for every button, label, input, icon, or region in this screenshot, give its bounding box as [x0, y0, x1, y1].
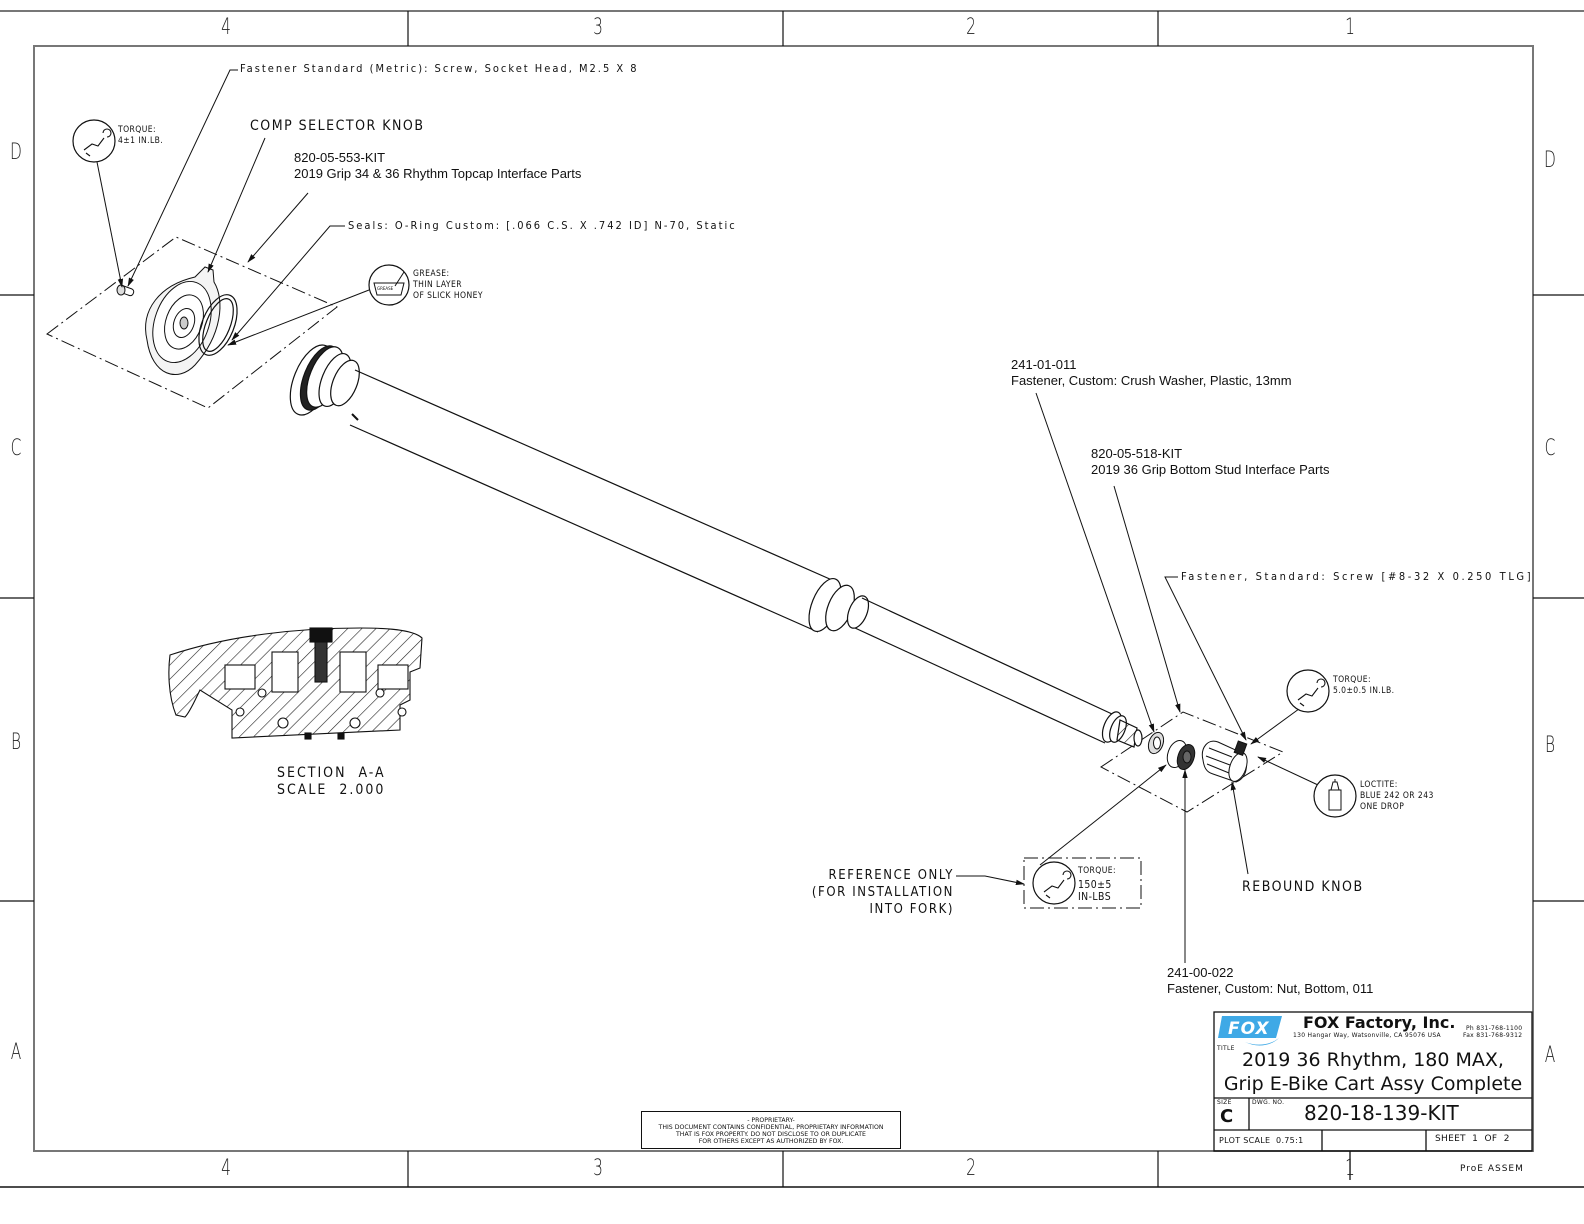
torque-reference-unit: IN-LBS: [1078, 890, 1112, 903]
rebound-screw-part: [1233, 740, 1248, 756]
bottom-nut-part: [1166, 739, 1196, 771]
section-view-scale: SCALE 2.000: [277, 782, 386, 798]
callout-nut-bottom-description: Fastener, Custom: Nut, Bottom, 011: [1167, 981, 1374, 996]
damper-cartridge: [289, 344, 1143, 748]
torque-bottom-label: TORQUE:: [1333, 675, 1372, 685]
zone-row-a-right: A: [1544, 1043, 1556, 1068]
socket-head-screw-top: [116, 284, 135, 297]
zone-row-c-left: C: [10, 436, 22, 461]
zone-col-4-bottom: 4: [221, 1156, 231, 1181]
zone-row-d-left: D: [10, 140, 22, 165]
zone-row-b-left: B: [10, 730, 22, 755]
zone-row-b-right: B: [1544, 733, 1556, 758]
zone-row-a-left: A: [10, 1040, 22, 1065]
company-address: 130 Hangar Way, Watsonville, CA 95076 US…: [1293, 1032, 1441, 1039]
proprietary-line: THIS DOCUMENT CONTAINS CONFIDENTIAL, PRO…: [658, 1124, 884, 1131]
zone-col-1-top: 1: [1345, 15, 1355, 40]
drawing-number: 820-18-139-KIT: [1304, 1101, 1459, 1125]
zone-col-2-top: 2: [966, 15, 976, 40]
loctite-tube-icon: [1328, 779, 1342, 811]
zone-row-d-right: D: [1544, 148, 1556, 173]
title-label: TITLE: [1217, 1045, 1235, 1052]
zone-col-1-bottom: 1: [1345, 1156, 1355, 1181]
fox-logo: FOX: [1218, 1016, 1282, 1046]
drawing-title-line1: 2019 36 Rhythm, 180 MAX,: [1242, 1049, 1504, 1071]
torque-wrench-icon: [83, 128, 1326, 899]
company-fax: Fax 831-768-9312: [1463, 1032, 1523, 1039]
section-a-a-view: [168, 627, 423, 740]
grease-line2: THIN LAYER: [413, 280, 462, 290]
company-name: FOX Factory, Inc.: [1303, 1013, 1456, 1032]
drawing-title-line2: Grip E-Bike Cart Assy Complete: [1223, 1073, 1523, 1095]
title-block-frame: [1213, 1011, 1533, 1180]
proprietary-heading: - PROPRIETARY-: [747, 1117, 795, 1124]
sheet-number: SHEET 1 OF 2: [1435, 1134, 1510, 1144]
callout-topcap-kit-description: 2019 Grip 34 & 36 Rhythm Topcap Interfac…: [294, 166, 582, 181]
grease-icon-label: GREASE: [377, 286, 394, 291]
proprietary-notice: - PROPRIETARY- THIS DOCUMENT CONTAINS CO…: [641, 1111, 901, 1149]
zone-col-4-top: 4: [221, 15, 231, 40]
crush-washer-part: [1147, 731, 1165, 755]
dwg-no-label: DWG. NO.: [1252, 1099, 1285, 1106]
torque-reference-label: TORQUE:: [1078, 866, 1117, 876]
callout-reference-only-line2: (FOR INSTALLATION: [811, 885, 954, 900]
sheet-frame: [0, 10, 1584, 1188]
callout-topcap-kit-part-no: 820-05-553-KIT: [294, 150, 386, 165]
callout-nut-bottom-part-no: 241-00-022: [1167, 965, 1234, 980]
proprietary-line: THAT IS FOX PROPERTY. DO NOT DISCLOSE TO…: [676, 1131, 866, 1138]
grease-line1: GREASE:: [413, 269, 450, 279]
sheet-size: C: [1220, 1106, 1234, 1127]
loctite-line3: ONE DROP: [1360, 802, 1405, 812]
svg-text:FOX: FOX: [1228, 1019, 1270, 1039]
reference-envelope: [1023, 857, 1142, 909]
callout-fastener-screw: Fastener, Standard: Screw [#8-32 X 0.250…: [1181, 570, 1534, 583]
callout-reference-only-line1: REFERENCE ONLY: [828, 868, 954, 883]
explode-envelope-top: [46, 236, 338, 409]
callout-fastener-metric: Fastener Standard (Metric): Screw, Socke…: [240, 62, 639, 75]
o-ring-part: [198, 294, 238, 356]
zone-col-2-bottom: 2: [966, 1156, 976, 1181]
grease-line3: OF SLICK HONEY: [413, 291, 483, 301]
callout-crush-washer-part-no: 241-01-011: [1011, 357, 1077, 372]
zone-col-3-top: 3: [593, 15, 603, 40]
section-view-title: SECTION A-A: [277, 765, 386, 781]
loctite-line2: BLUE 242 OR 243: [1360, 791, 1434, 801]
torque-reference-value: 150±5: [1078, 878, 1112, 891]
callout-o-ring-seal: Seals: O-Ring Custom: [.066 C.S. X .742 …: [348, 219, 737, 232]
torque-top-value: 4±1 IN.LB.: [118, 136, 164, 146]
callout-rebound-knob: REBOUND KNOB: [1242, 879, 1364, 895]
proe-assem-tag: ProE ASSEM: [1460, 1164, 1524, 1174]
torque-bottom-value: 5.0±0.5 IN.LB.: [1333, 686, 1395, 696]
callout-bottom-stud-kit-part-no: 820-05-518-KIT: [1091, 446, 1183, 461]
plot-scale: PLOT SCALE 0.75:1: [1219, 1136, 1304, 1145]
zone-col-3-bottom: 3: [593, 1156, 603, 1181]
symbol-circles: [72, 119, 1357, 905]
company-phone: Ph 831-768-1100: [1466, 1025, 1523, 1032]
leader-lines: [96, 69, 1319, 963]
loctite-line1: LOCTITE:: [1360, 780, 1398, 790]
callout-bottom-stud-kit-description: 2019 36 Grip Bottom Stud Interface Parts: [1091, 462, 1330, 477]
callout-crush-washer-description: Fastener, Custom: Crush Washer, Plastic,…: [1011, 373, 1292, 388]
zone-row-c-right: C: [1544, 436, 1556, 461]
callout-reference-only-line3: INTO FORK): [869, 902, 954, 917]
size-label: SIZE: [1217, 1099, 1232, 1106]
torque-top-label: TORQUE:: [118, 125, 157, 135]
grease-icon: [373, 271, 405, 296]
comp-selector-knob-part: [145, 266, 221, 375]
proprietary-line: FOR OTHERS EXCEPT AS AUTHORIZED BY FOX.: [698, 1138, 844, 1145]
callout-comp-selector-knob: COMP SELECTOR KNOB: [250, 118, 425, 134]
